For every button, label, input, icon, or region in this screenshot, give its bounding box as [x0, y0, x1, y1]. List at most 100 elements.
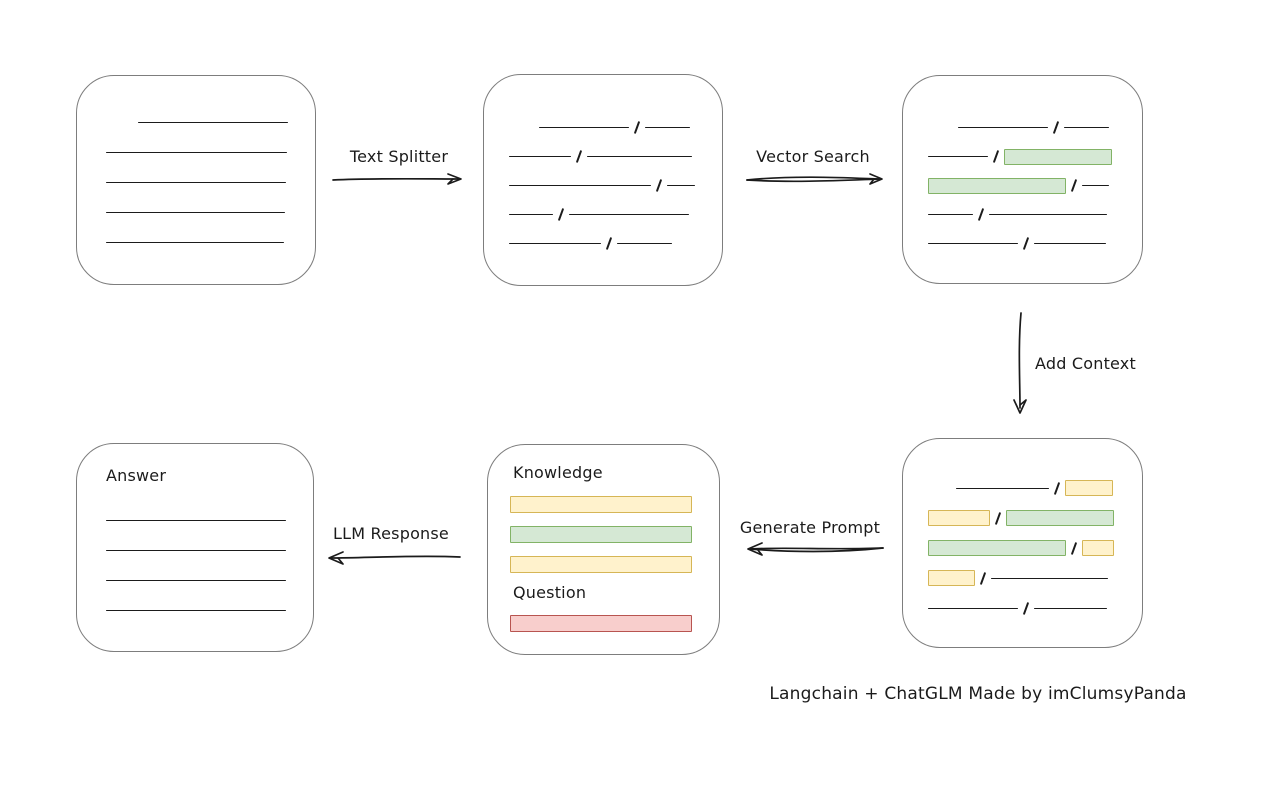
text-line — [1034, 243, 1106, 244]
chunk-row — [509, 142, 702, 171]
chunk-separator-slash — [992, 150, 1000, 163]
text-line — [956, 487, 1049, 489]
chunk-separator-slash — [977, 208, 985, 221]
text-line — [106, 609, 286, 611]
chunk-row — [928, 473, 1122, 503]
highlighted-chunk-yellow — [1065, 480, 1113, 496]
context-chunk-rows — [928, 473, 1122, 623]
text-line — [138, 121, 288, 123]
text-line — [106, 519, 286, 521]
chunk-separator-slash — [1022, 237, 1030, 250]
answer-text-lines — [106, 505, 286, 625]
generate-prompt-arrow — [747, 542, 884, 556]
highlighted-chunk-yellow — [928, 570, 975, 586]
text-line — [928, 607, 1018, 609]
text-line — [1034, 607, 1107, 609]
text-line — [928, 243, 1018, 244]
chunk-row — [928, 563, 1122, 593]
text-line — [928, 156, 988, 157]
text-line — [569, 214, 689, 215]
chunk-row — [509, 113, 702, 142]
chunk-row — [509, 200, 702, 229]
text-line — [106, 579, 286, 581]
text-splitter-arrow — [332, 173, 462, 185]
chunk-separator-slash — [1052, 121, 1060, 134]
highlighted-chunk-green — [1006, 510, 1114, 526]
text-line — [1082, 185, 1109, 186]
add-context-label: Add Context — [1035, 354, 1136, 373]
chunk-separator-slash — [979, 571, 987, 585]
chunk-row — [106, 107, 288, 137]
vector-search-label: Vector Search — [756, 147, 870, 166]
highlighted-chunk-yellow — [1082, 540, 1114, 556]
highlighted-chunk-green — [928, 177, 1066, 194]
chunk-separator-slash — [1070, 541, 1078, 555]
chunk-row — [928, 200, 1122, 229]
text-line — [106, 241, 284, 243]
chunk-row — [509, 171, 702, 200]
chunk-row — [509, 229, 702, 258]
llm-response-arrow — [328, 551, 461, 565]
chunk-separator-slash — [557, 208, 565, 221]
text-line — [617, 243, 672, 244]
chunk-separator-slash — [1053, 481, 1061, 495]
chunk-row — [106, 197, 288, 227]
green-bar — [510, 526, 692, 543]
text-line — [509, 156, 571, 157]
knowledge-bars — [510, 496, 692, 573]
prompt-box: Knowledge Question — [487, 444, 720, 655]
text-line — [991, 577, 1108, 579]
indent-gap — [106, 122, 138, 123]
vector-matched-box — [902, 75, 1143, 284]
chunk-row — [928, 113, 1122, 142]
diagram-caption: Langchain + ChatGLM Made by imClumsyPand… — [769, 684, 1187, 704]
text-line — [645, 127, 690, 128]
generate-prompt-label: Generate Prompt — [739, 518, 881, 537]
text-line — [106, 181, 286, 183]
chunk-separator-slash — [575, 150, 583, 163]
indent-gap — [928, 127, 958, 128]
chunk-row — [928, 142, 1122, 171]
yellow-bar — [510, 556, 692, 573]
chunk-row — [928, 229, 1122, 258]
text-line — [667, 185, 695, 186]
answer-box: Answer — [76, 443, 314, 652]
text-line — [958, 127, 1048, 128]
text-line — [106, 151, 287, 153]
text-line — [509, 243, 601, 244]
document-text-lines — [106, 107, 288, 257]
text-line — [509, 214, 553, 215]
text-line — [928, 214, 973, 215]
chunk-row — [106, 595, 286, 625]
indent-gap — [928, 488, 956, 489]
chunk-rows — [509, 113, 702, 258]
text-line — [106, 211, 285, 213]
text-line — [509, 185, 651, 186]
context-box — [902, 438, 1143, 648]
question-bars — [510, 615, 692, 632]
highlighted-chunk-green — [928, 540, 1066, 556]
text-line — [1064, 127, 1109, 128]
chunk-separator-slash — [1070, 179, 1078, 192]
chunk-row — [928, 503, 1122, 533]
highlighted-chunk-yellow — [928, 510, 990, 526]
chunk-row — [106, 505, 286, 535]
add-context-arrow — [1013, 312, 1027, 414]
text-line — [106, 549, 286, 551]
chunk-separator-slash — [633, 121, 641, 134]
llm-response-label: LLM Response — [333, 524, 449, 543]
chunk-separator-slash — [1022, 601, 1030, 615]
knowledge-label: Knowledge — [513, 463, 603, 482]
question-label: Question — [513, 583, 587, 602]
document-box — [76, 75, 316, 285]
answer-label: Answer — [106, 466, 167, 485]
yellow-bar — [510, 496, 692, 513]
chunk-separator-slash — [994, 511, 1002, 525]
text-line — [539, 127, 629, 128]
chunk-row — [928, 593, 1122, 623]
chunk-separator-slash — [605, 237, 613, 250]
matched-chunk-rows — [928, 113, 1122, 258]
text-splitter-label: Text Splitter — [349, 147, 449, 166]
highlighted-chunk-green — [1004, 148, 1112, 165]
